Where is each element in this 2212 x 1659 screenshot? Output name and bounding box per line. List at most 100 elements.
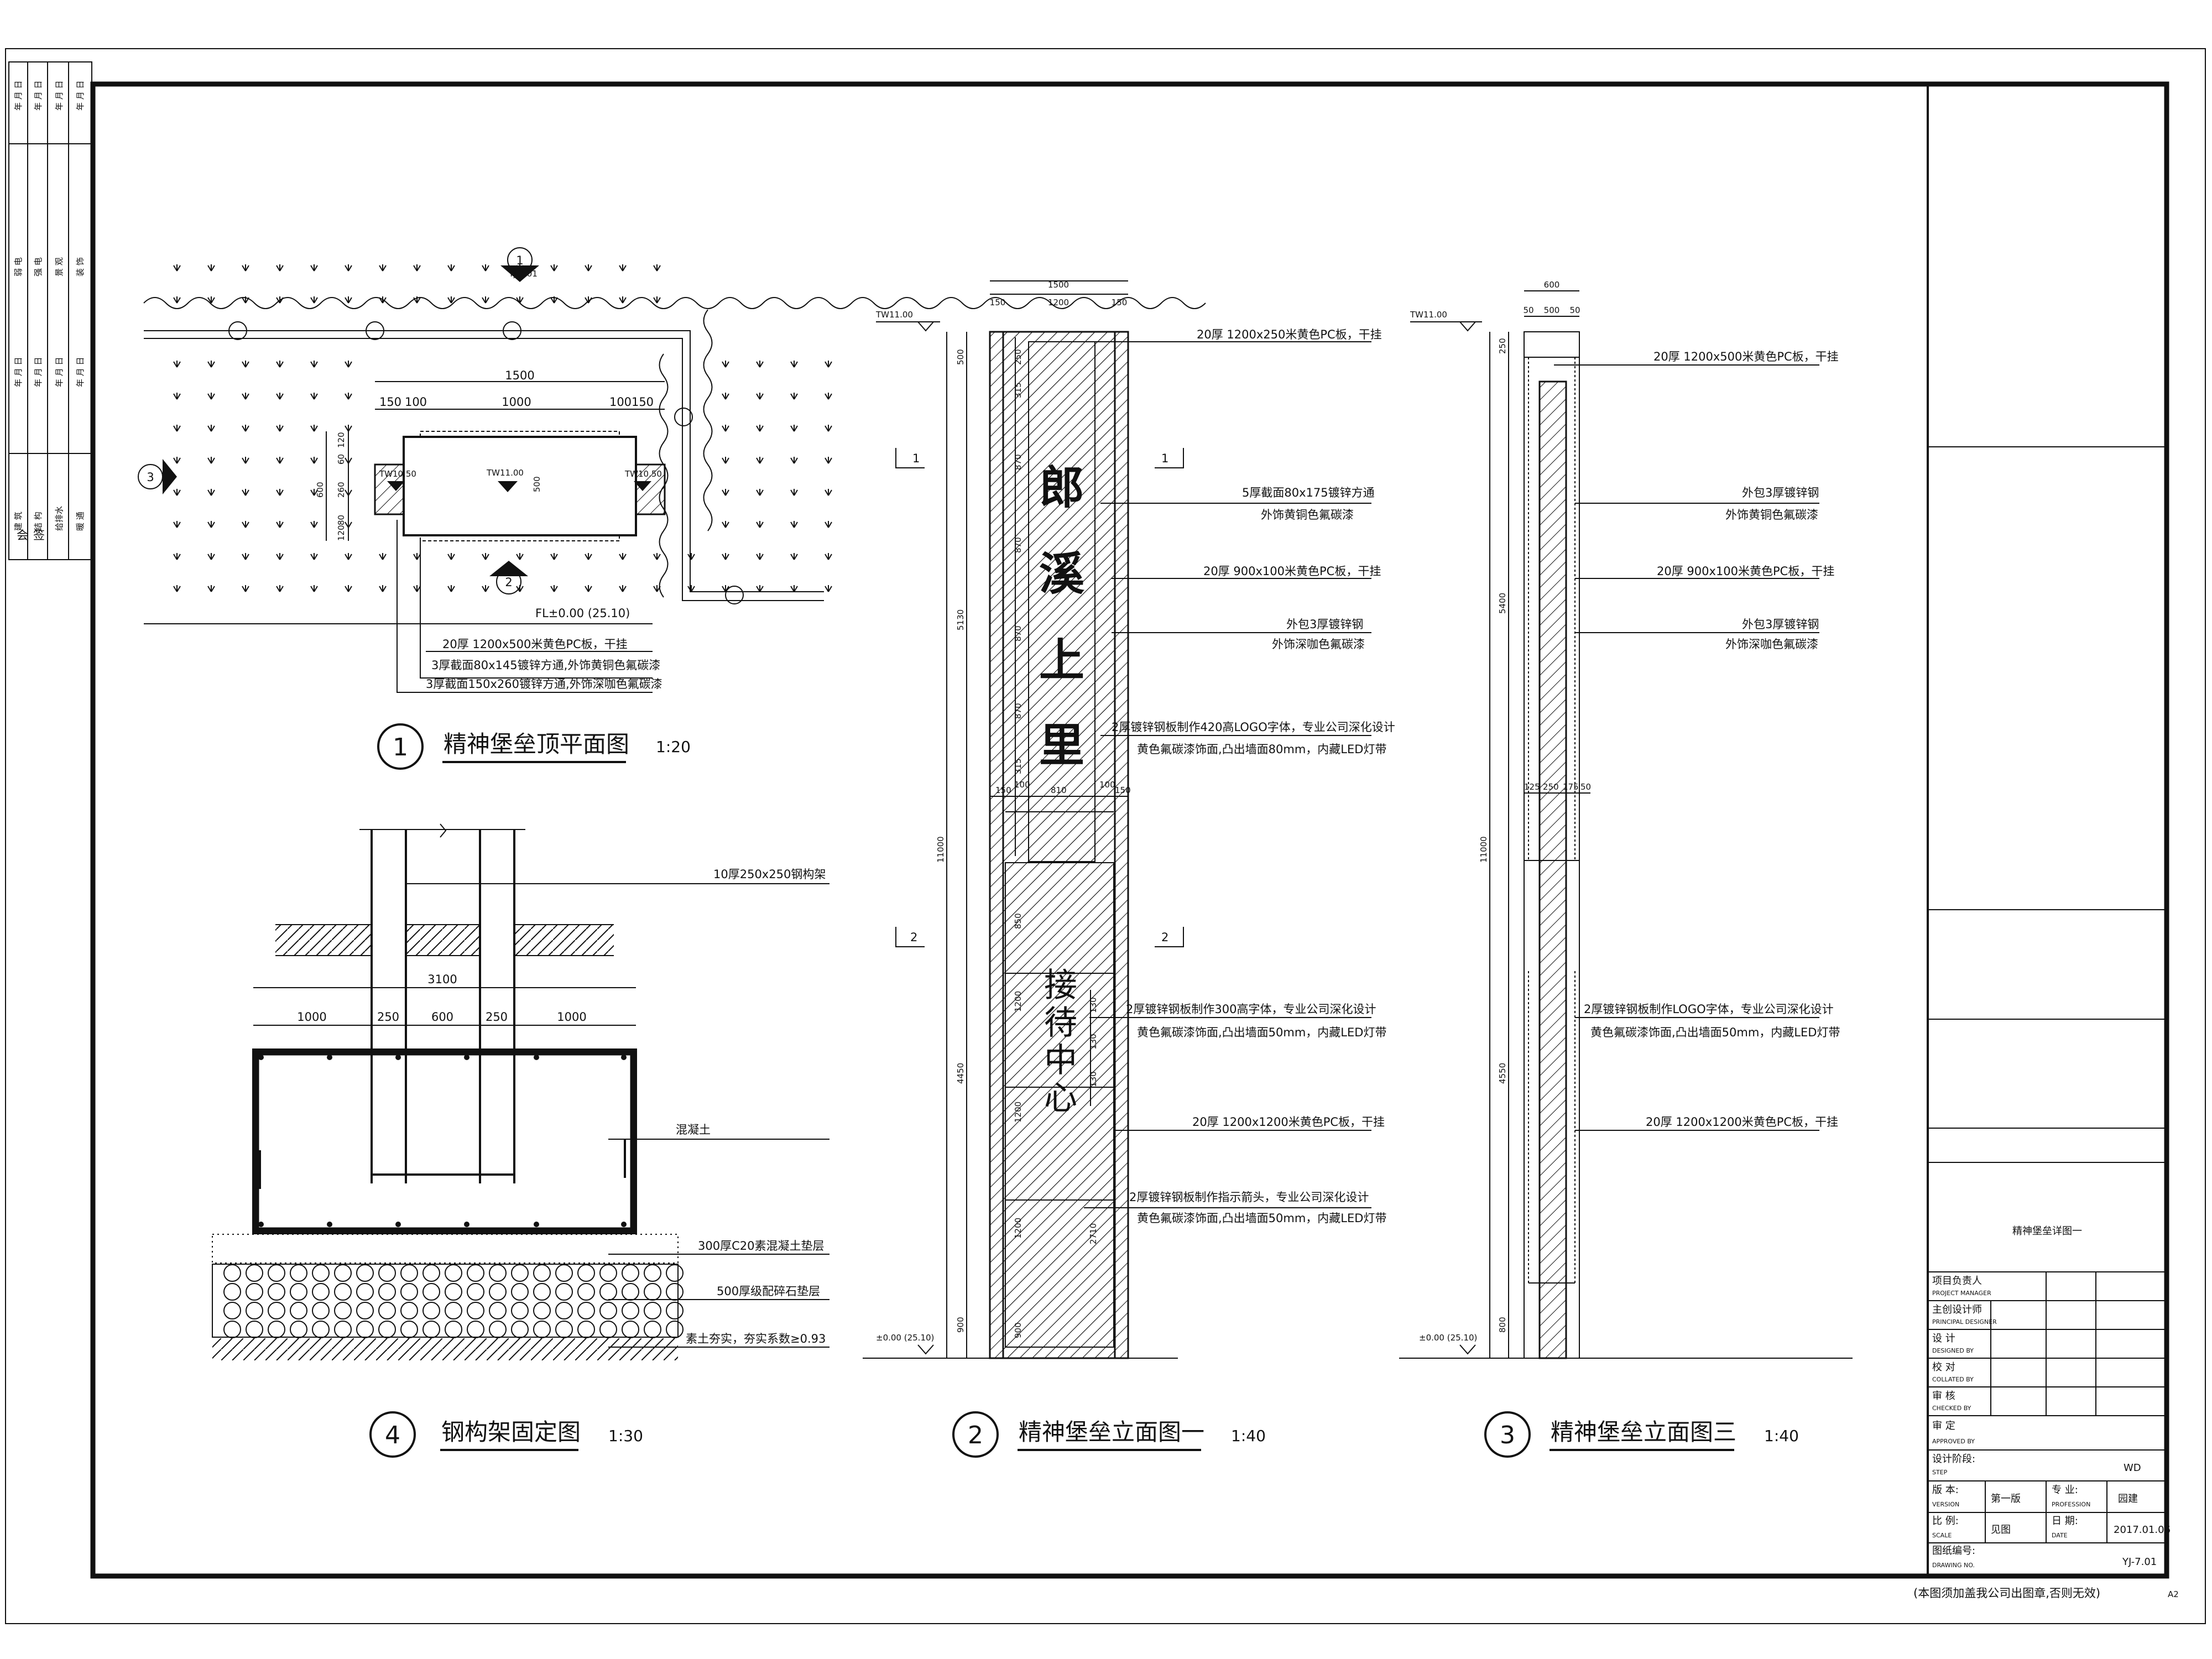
steel-frame-view: 3100 1000 250 600 250 1000 10厚250x250钢构架… — [212, 823, 830, 1458]
tb-drawing-no-value: YJ-7.01 — [2122, 1556, 2157, 1568]
steel-dim-total: 3100 — [427, 973, 457, 986]
plan-view: 1500 150 100 1000 100 150 120 60 260 600… — [138, 247, 1206, 770]
elev3-note: 20厚 1200x1200米黄色PC板，干挂 — [1646, 1115, 1838, 1129]
elev1-dim: 2710 — [1088, 1223, 1098, 1244]
elev1-dim: 150 — [1115, 785, 1131, 795]
elev1-dim: 250 — [1013, 349, 1023, 365]
tb-scale-value: 见图 — [1991, 1524, 2011, 1536]
countersign-label-2: 签 — [33, 529, 45, 542]
steel-dim: 250 — [486, 1010, 508, 1024]
plan-dim: 60 — [336, 454, 346, 465]
countersign-date: 年 月 日 — [75, 80, 85, 111]
title-block: 精神堡垒详图一 项目负责人 PROJECT MANAGER 主创设计师 PRIN… — [1927, 84, 2171, 1576]
elev3-dim: 250 — [1543, 782, 1559, 792]
plan-level-left: TW10.50 — [379, 469, 416, 479]
tb-collated: 校 对 — [1932, 1361, 1955, 1373]
sign-char-upper: 里 — [1039, 719, 1084, 772]
elevation-three-view: TW11.00 ±0.00 (25.10) 600 50 500 50 250 … — [1399, 280, 1853, 1458]
tb-profession: 专 业: — [2052, 1484, 2078, 1496]
steel-dim: 1000 — [557, 1010, 586, 1024]
elev1-section-mark: 1 — [1161, 452, 1168, 465]
elev1-dim: 130 — [1088, 1071, 1098, 1087]
elev1-note: 5厚截面80x175镀锌方通 — [1242, 486, 1375, 499]
plan-dim: 100 — [405, 395, 427, 409]
steel-note: 10厚250x250钢构架 — [713, 868, 826, 881]
sign-char-lower: 中 — [1044, 1041, 1077, 1080]
grass-pattern — [173, 264, 832, 592]
tb-principal-designer: 主创设计师 — [1932, 1304, 1982, 1316]
elev1-dim: 130 — [1088, 1034, 1098, 1050]
plan-view-title: 精神堡垒顶平面图 — [444, 731, 629, 758]
tb-principal-designer-en: PRINCIPAL DESIGNER — [1932, 1318, 1997, 1326]
elev3-note: 外包3厚镀锌钢 — [1742, 618, 1819, 631]
elev1-view-title: 精神堡垒立面图一 — [1019, 1418, 1204, 1446]
countersign-row: 结 构 — [33, 512, 43, 531]
elev1-dim: 1200 — [1013, 1102, 1023, 1123]
elev1-dim: 4450 — [956, 1063, 966, 1084]
elev1-dim: 1500 — [1048, 280, 1069, 290]
tb-collated-en: COLLATED BY — [1932, 1376, 1974, 1383]
steel-dim: 250 — [377, 1010, 399, 1024]
elev3-dim: 11000 — [1479, 836, 1489, 863]
countersign-row: 给排水 — [54, 506, 64, 531]
countersign-date: 年 月 日 — [33, 357, 43, 387]
tb-designed-en: DESIGNED BY — [1932, 1347, 1974, 1354]
tb-date: 日 期: — [2052, 1515, 2078, 1527]
elev3-note: 外饰深咖色氟碳漆 — [1725, 638, 1818, 651]
elev1-dim: 315 — [1013, 382, 1023, 398]
countersign-date: 年 月 日 — [54, 80, 64, 111]
tb-profession-en: PROFESSION — [2052, 1501, 2090, 1508]
path-line — [144, 338, 824, 601]
elev3-dim: 50 — [1569, 305, 1580, 315]
elev3-dim: 250 — [1498, 338, 1507, 354]
elev1-dim: 150 — [995, 785, 1011, 795]
sheet-title: 精神堡垒详图一 — [2012, 1225, 2082, 1237]
elev1-note: 黄色氟碳漆饰面,凸出墙面80mm，内藏LED灯带 — [1137, 743, 1386, 756]
inner-frame — [90, 81, 2169, 1579]
steel-view-number: 4 — [385, 1421, 400, 1449]
plan-view-number: 1 — [393, 733, 408, 761]
tb-approved-en: APPROVED BY — [1932, 1438, 1975, 1445]
section-mark-3: 3 — [138, 459, 177, 494]
elev1-dim: 100 — [1099, 780, 1115, 790]
elev3-dim: 4550 — [1498, 1063, 1507, 1084]
footer-note: (本图须加盖我公司出图章,否则无效) — [1913, 1587, 2100, 1600]
countersign-row: 景 观 — [54, 257, 64, 276]
elev3-note: 20厚 900x100米黄色PC板，干挂 — [1657, 565, 1834, 578]
sign-char-lower: 心 — [1044, 1079, 1077, 1118]
countersign-date: 年 月 日 — [13, 80, 23, 111]
elev1-dim: 150 — [990, 298, 1006, 307]
path-line — [144, 330, 824, 592]
steel-dim: 600 — [431, 1010, 453, 1024]
tb-drawing-no: 图纸编号: — [1932, 1545, 1975, 1557]
elev3-ground-level: ±0.00 (25.10) — [1419, 1333, 1477, 1343]
tb-step-value: WD — [2124, 1462, 2141, 1474]
lamp-icon — [228, 321, 247, 340]
elev1-note: 20厚 900x100米黄色PC板，干挂 — [1203, 565, 1381, 578]
elev3-dim: 125 — [1524, 782, 1540, 792]
plan-view-scale: 1:20 — [656, 738, 691, 756]
plan-dim: 150 — [632, 395, 654, 409]
countersign-date: 年 月 日 — [75, 357, 85, 387]
elev3-dim: 800 — [1498, 1317, 1507, 1333]
countersign-date: 年 月 日 — [54, 357, 64, 387]
plan-dim: 80 — [336, 515, 346, 525]
section-mark-label: 1 — [516, 254, 523, 267]
sign-char-upper: 溪 — [1039, 548, 1085, 601]
plan-dim: 600 — [315, 482, 325, 498]
lamp-icon — [725, 586, 744, 604]
countersign-date: 年 月 日 — [33, 80, 43, 111]
plan-dim: 120 — [336, 432, 346, 448]
elev3-note: 2厚镀锌钢板制作LOGO字体，专业公司深化设计 — [1584, 1003, 1834, 1016]
section-mark-label: 2 — [505, 576, 512, 589]
countersign-row: 暖 通 — [75, 512, 85, 531]
elev1-dim: 5130 — [956, 609, 966, 630]
plan-note: 20厚 1200x500米黄色PC板，干挂 — [442, 638, 628, 651]
gravel-pattern — [223, 1264, 684, 1338]
tb-profession-value: 园建 — [2118, 1493, 2138, 1505]
elev1-upper-panel — [1028, 341, 1095, 862]
elev1-dim: 870 — [1013, 703, 1023, 719]
plan-note: 3厚截面150x260镀锌方通,外饰深咖色氟碳漆 — [426, 677, 662, 691]
plan-level-center: TW11.00 — [486, 468, 524, 478]
elev1-dim: 130 — [1088, 997, 1098, 1013]
